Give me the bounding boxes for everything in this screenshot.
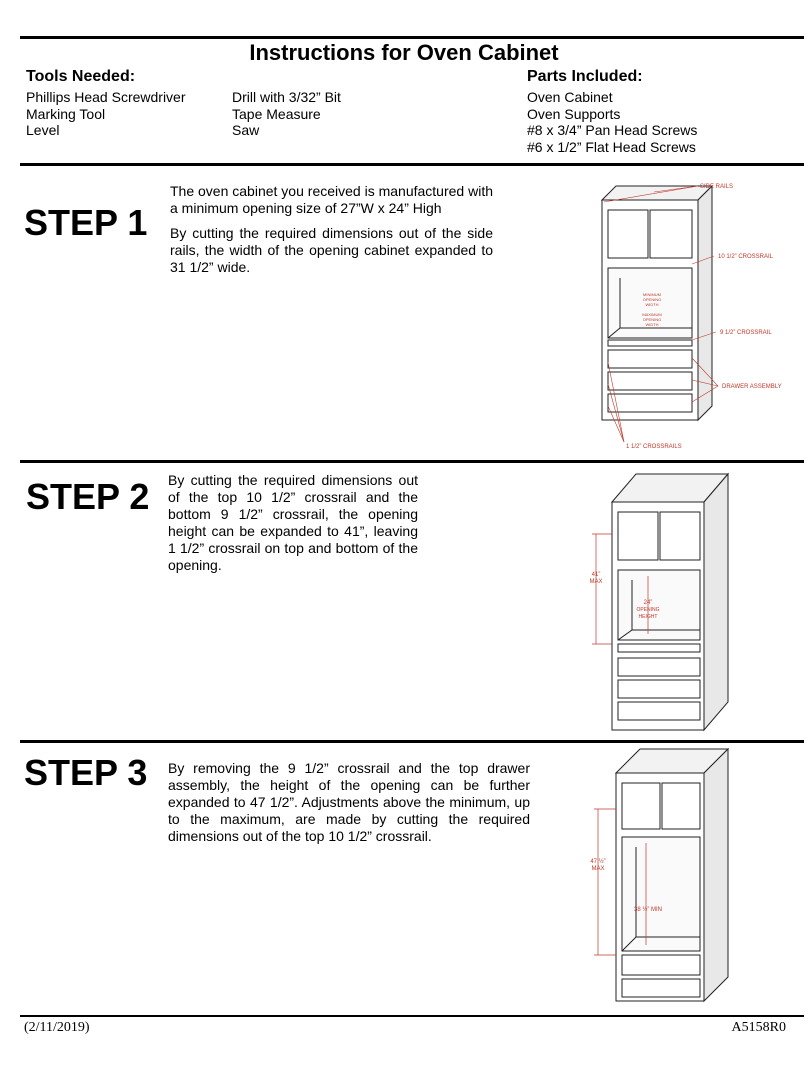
- step3-label: STEP 3: [24, 752, 148, 793]
- inner-label: OPENING: [643, 297, 661, 302]
- part-item: Oven Supports: [527, 105, 621, 122]
- tools-heading: Tools Needed:: [26, 68, 136, 85]
- inner-label: WIDTH: [645, 302, 658, 307]
- opening-height-label: 24”: [644, 600, 653, 606]
- max-height-label: MAX: [591, 866, 604, 872]
- page-title: Instructions for Oven Cabinet: [249, 40, 559, 65]
- tool-item: Marking Tool: [26, 105, 106, 122]
- annotation-small-crossrails: 1 1/2” CROSSRAILS: [626, 444, 682, 450]
- step2-paragraph: By cutting the required dimensions out o…: [168, 472, 418, 573]
- tools-list-col1: Phillips Head Screwdriver Marking Tool L…: [26, 89, 186, 139]
- bottom-rule: [20, 1015, 804, 1017]
- step3-text: By removing the 9 1/2” crossrail and the…: [168, 760, 530, 845]
- step2-cabinet-diagram: 41” MAX 24” OPENING HEIGHT: [582, 466, 742, 736]
- inner-label: WIDTH: [645, 322, 658, 327]
- tool-item: Level: [26, 122, 60, 138]
- tool-item: Drill with 3/32” Bit: [232, 89, 341, 105]
- tools-list-col2: Drill with 3/32” Bit Tape Measure Saw: [232, 89, 341, 139]
- header-rule: [20, 163, 804, 166]
- step2-rule: [20, 740, 804, 743]
- top-rule: [20, 36, 804, 39]
- step3-paragraph: By removing the 9 1/2” crossrail and the…: [168, 760, 530, 844]
- inner-label: OPENING: [643, 317, 661, 322]
- annotation-bottom-crossrail: 9 1/2” CROSSRAIL: [720, 330, 772, 336]
- annotation-side-rails: SIDE RAILS: [700, 184, 733, 190]
- parts-heading: Parts Included:: [527, 68, 643, 85]
- part-item: #6 x 1/2” Flat Head Screws: [527, 138, 696, 155]
- min-height-label: 38 ½” MIN: [634, 906, 662, 913]
- step2-label: STEP 2: [26, 476, 150, 517]
- footer-code: A5158R0: [731, 1020, 786, 1035]
- step1-text: The oven cabinet you received is manufac…: [170, 183, 493, 276]
- max-height-label: 41”: [592, 572, 601, 578]
- opening-height-label: OPENING: [636, 607, 659, 613]
- inner-label: MAXIMUM: [642, 312, 661, 317]
- annotation-drawer-assembly: DRAWER ASSEMBLY: [722, 384, 782, 390]
- step1-paragraph: The oven cabinet you received is manufac…: [170, 183, 493, 216]
- tool-item: Tape Measure: [232, 105, 321, 122]
- part-item: Oven Cabinet: [527, 89, 613, 105]
- inner-label: MINIMUM: [643, 292, 661, 297]
- tool-item: Saw: [232, 122, 260, 138]
- annotation-top-crossrail: 10 1/2” CROSSRAIL: [718, 254, 774, 260]
- footer-date: (2/11/2019): [24, 1020, 90, 1035]
- step1-label: STEP 1: [24, 202, 148, 243]
- step1-rule: [20, 460, 804, 463]
- tool-item: Phillips Head Screwdriver: [26, 89, 186, 105]
- step1-paragraph: By cutting the required dimensions out o…: [170, 225, 493, 275]
- step1-cabinet-diagram: SIDE RAILS 10 1/2” CROSSRAIL 9 1/2” CROS…: [594, 172, 794, 457]
- step2-text: By cutting the required dimensions out o…: [168, 472, 418, 574]
- part-item: #8 x 3/4” Pan Head Screws: [527, 122, 698, 138]
- opening-height-label: HEIGHT: [639, 614, 658, 620]
- step3-cabinet-diagram: 47 ½” MAX 38 ½” MIN: [582, 745, 742, 1007]
- max-height-label: 47 ½”: [590, 858, 605, 865]
- parts-list: Oven Cabinet Oven Supports #8 x 3/4” Pan…: [527, 89, 697, 155]
- max-height-label: MAX: [589, 579, 602, 585]
